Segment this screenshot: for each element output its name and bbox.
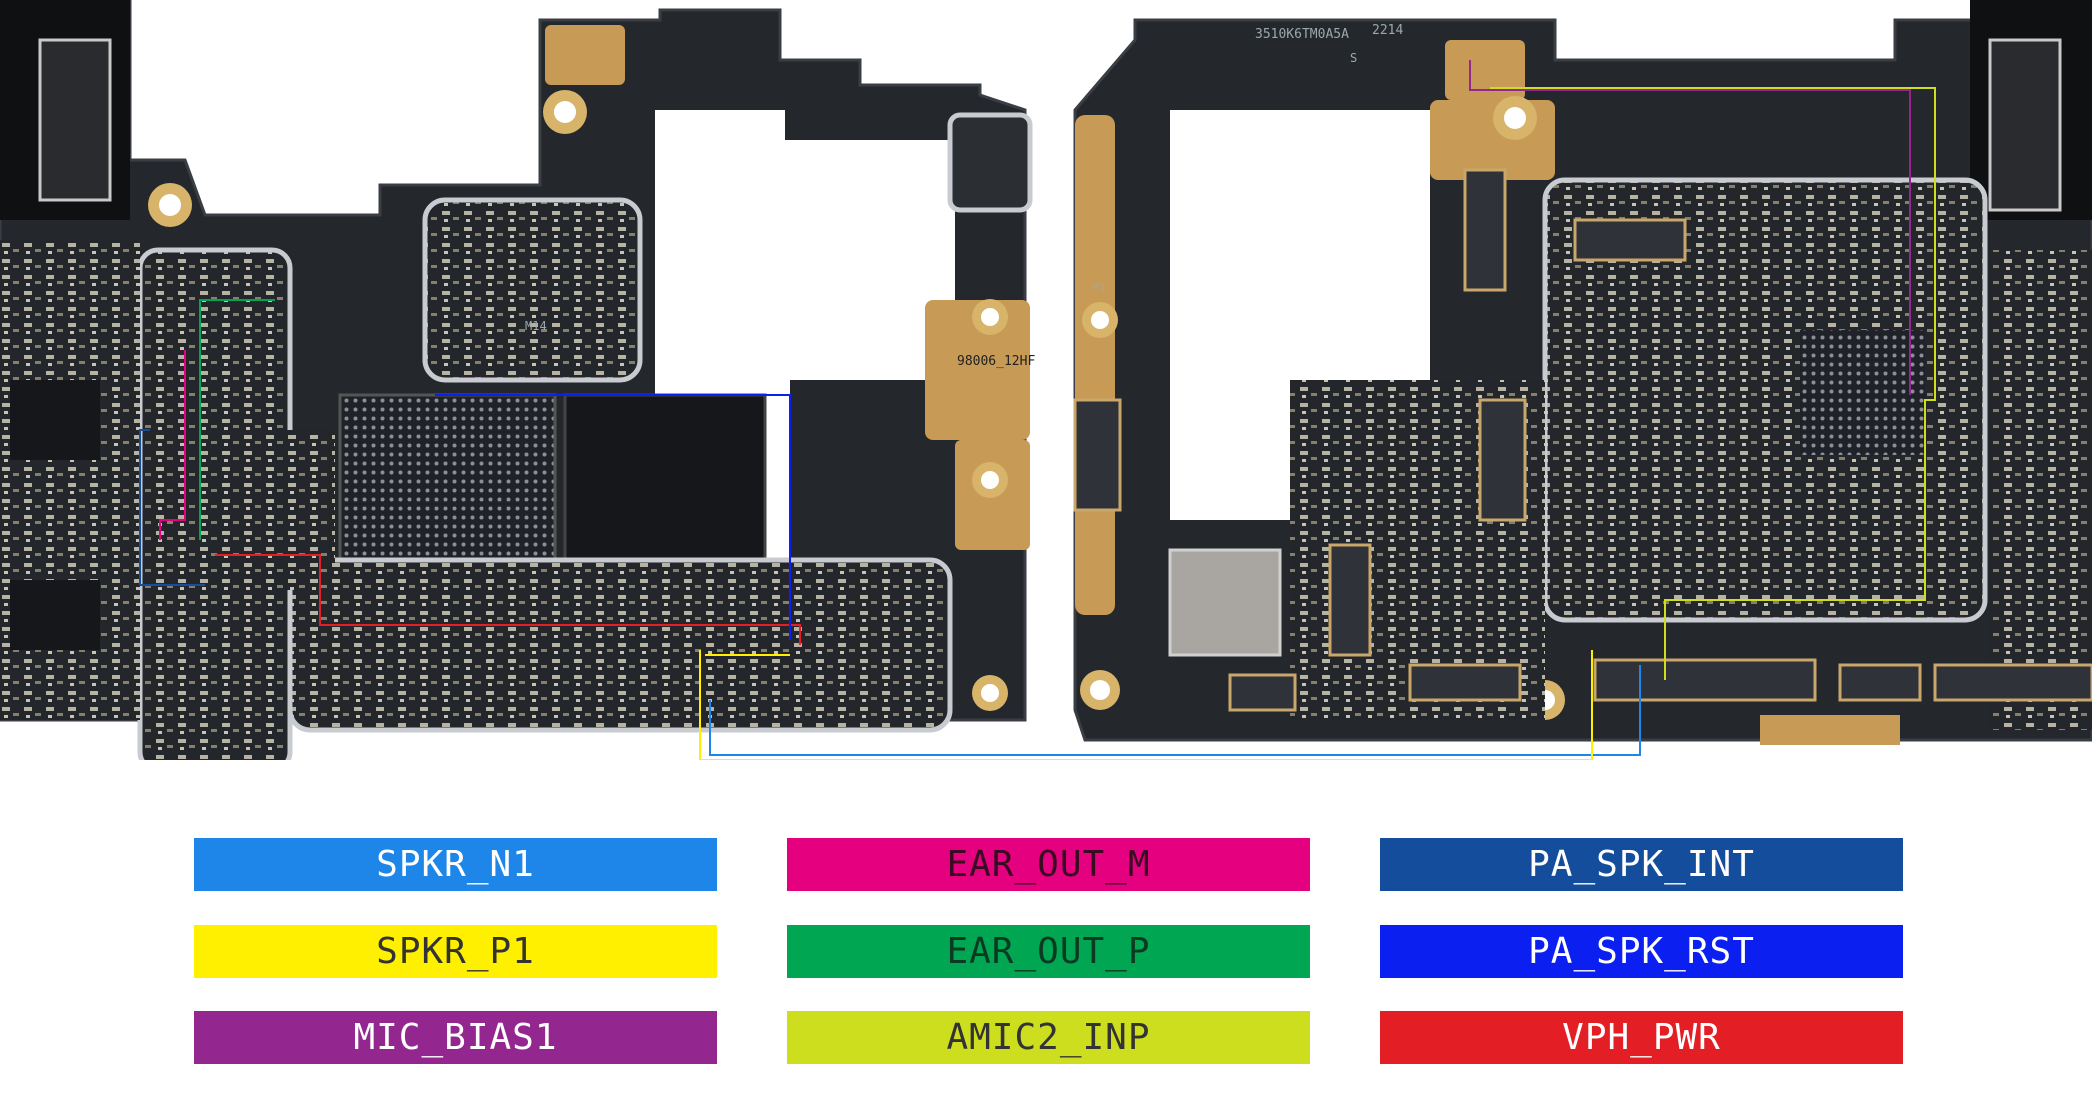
board-photo: 98006_12HF M14 [0, 0, 2092, 760]
left-board-m14: M14 [525, 319, 547, 333]
right-board-f1: F1 [1092, 281, 1106, 295]
legend-box-ear-out-m: EAR_OUT_M [787, 838, 1310, 891]
legend-label-pa-spk-int: PA_SPK_INT [1528, 844, 1755, 885]
legend-label-ear-out-m: EAR_OUT_M [946, 844, 1151, 885]
legend-box-vph-pwr: VPH_PWR [1380, 1011, 1903, 1064]
legend-label-ear-out-p: EAR_OUT_P [946, 931, 1151, 972]
legend-label-amic2-inp: AMIC2_INP [946, 1017, 1151, 1058]
right-board-suffix: 2214 [1372, 23, 1403, 38]
trace-spkr-n1 [709, 665, 1641, 756]
legend-box-pa-spk-rst: PA_SPK_RST [1380, 925, 1903, 978]
right-board-code: 3510K6TM0A5A [1255, 27, 1349, 42]
trace-pa-spk-rst [435, 394, 791, 640]
legend-label-vph-pwr: VPH_PWR [1562, 1017, 1721, 1058]
legend-label-pa-spk-rst: PA_SPK_RST [1528, 931, 1755, 972]
trace-spkr-p1 [699, 650, 1593, 760]
signal-traces [139, 60, 1936, 760]
trace-pa-spk-int [139, 429, 205, 586]
legend-box-pa-spk-int: PA_SPK_INT [1380, 838, 1903, 891]
trace-amic2-inp [1490, 87, 1936, 680]
legend-box-mic-bias1: MIC_BIAS1 [194, 1011, 717, 1064]
legend-label-mic-bias1: MIC_BIAS1 [353, 1017, 558, 1058]
legend-box-spkr-n1: SPKR_N1 [194, 838, 717, 891]
left-board: 98006_12HF M14 [0, 0, 1035, 760]
right-board-s: S [1350, 51, 1357, 65]
legend-box-spkr-p1: SPKR_P1 [194, 925, 717, 978]
trace-mic-bias1 [1469, 60, 1911, 395]
legend-label-spkr-p1: SPKR_P1 [376, 931, 535, 972]
left-board-code: 98006_12HF [957, 354, 1035, 369]
trace-vph-pwr [215, 554, 801, 645]
trace-ear-out-m [159, 350, 186, 540]
legend-box-ear-out-p: EAR_OUT_P [787, 925, 1310, 978]
right-board: 3510K6TM0A5A 2214 S F1 [1073, 0, 2092, 745]
legend-label-spkr-n1: SPKR_N1 [376, 844, 535, 885]
legend-box-amic2-inp: AMIC2_INP [787, 1011, 1310, 1064]
trace-ear-out-p [199, 299, 275, 540]
